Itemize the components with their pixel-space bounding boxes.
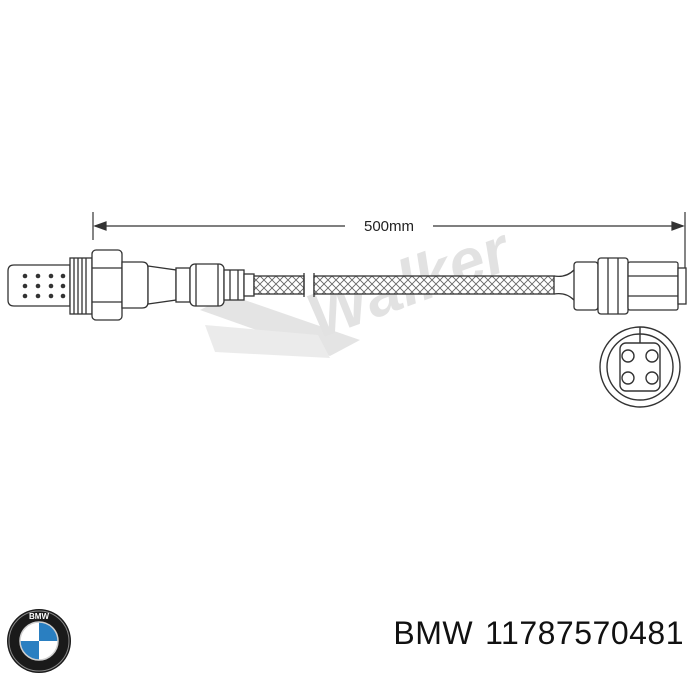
- dimension-line: [92, 212, 686, 275]
- sensor-body: [69, 249, 255, 321]
- part-number: 11787570481: [485, 615, 684, 651]
- dimension-label: 500mm: [364, 218, 414, 235]
- connector-end-view: [599, 326, 681, 408]
- connector: [573, 257, 687, 315]
- braided-cable: [253, 269, 575, 301]
- sensor-tip: [7, 264, 71, 307]
- part-caption: BMW 11787570481: [393, 615, 684, 652]
- bmw-logo: BMW: [7, 609, 71, 673]
- logo-letters: BMW: [29, 612, 49, 621]
- brand-name: BMW: [393, 615, 474, 651]
